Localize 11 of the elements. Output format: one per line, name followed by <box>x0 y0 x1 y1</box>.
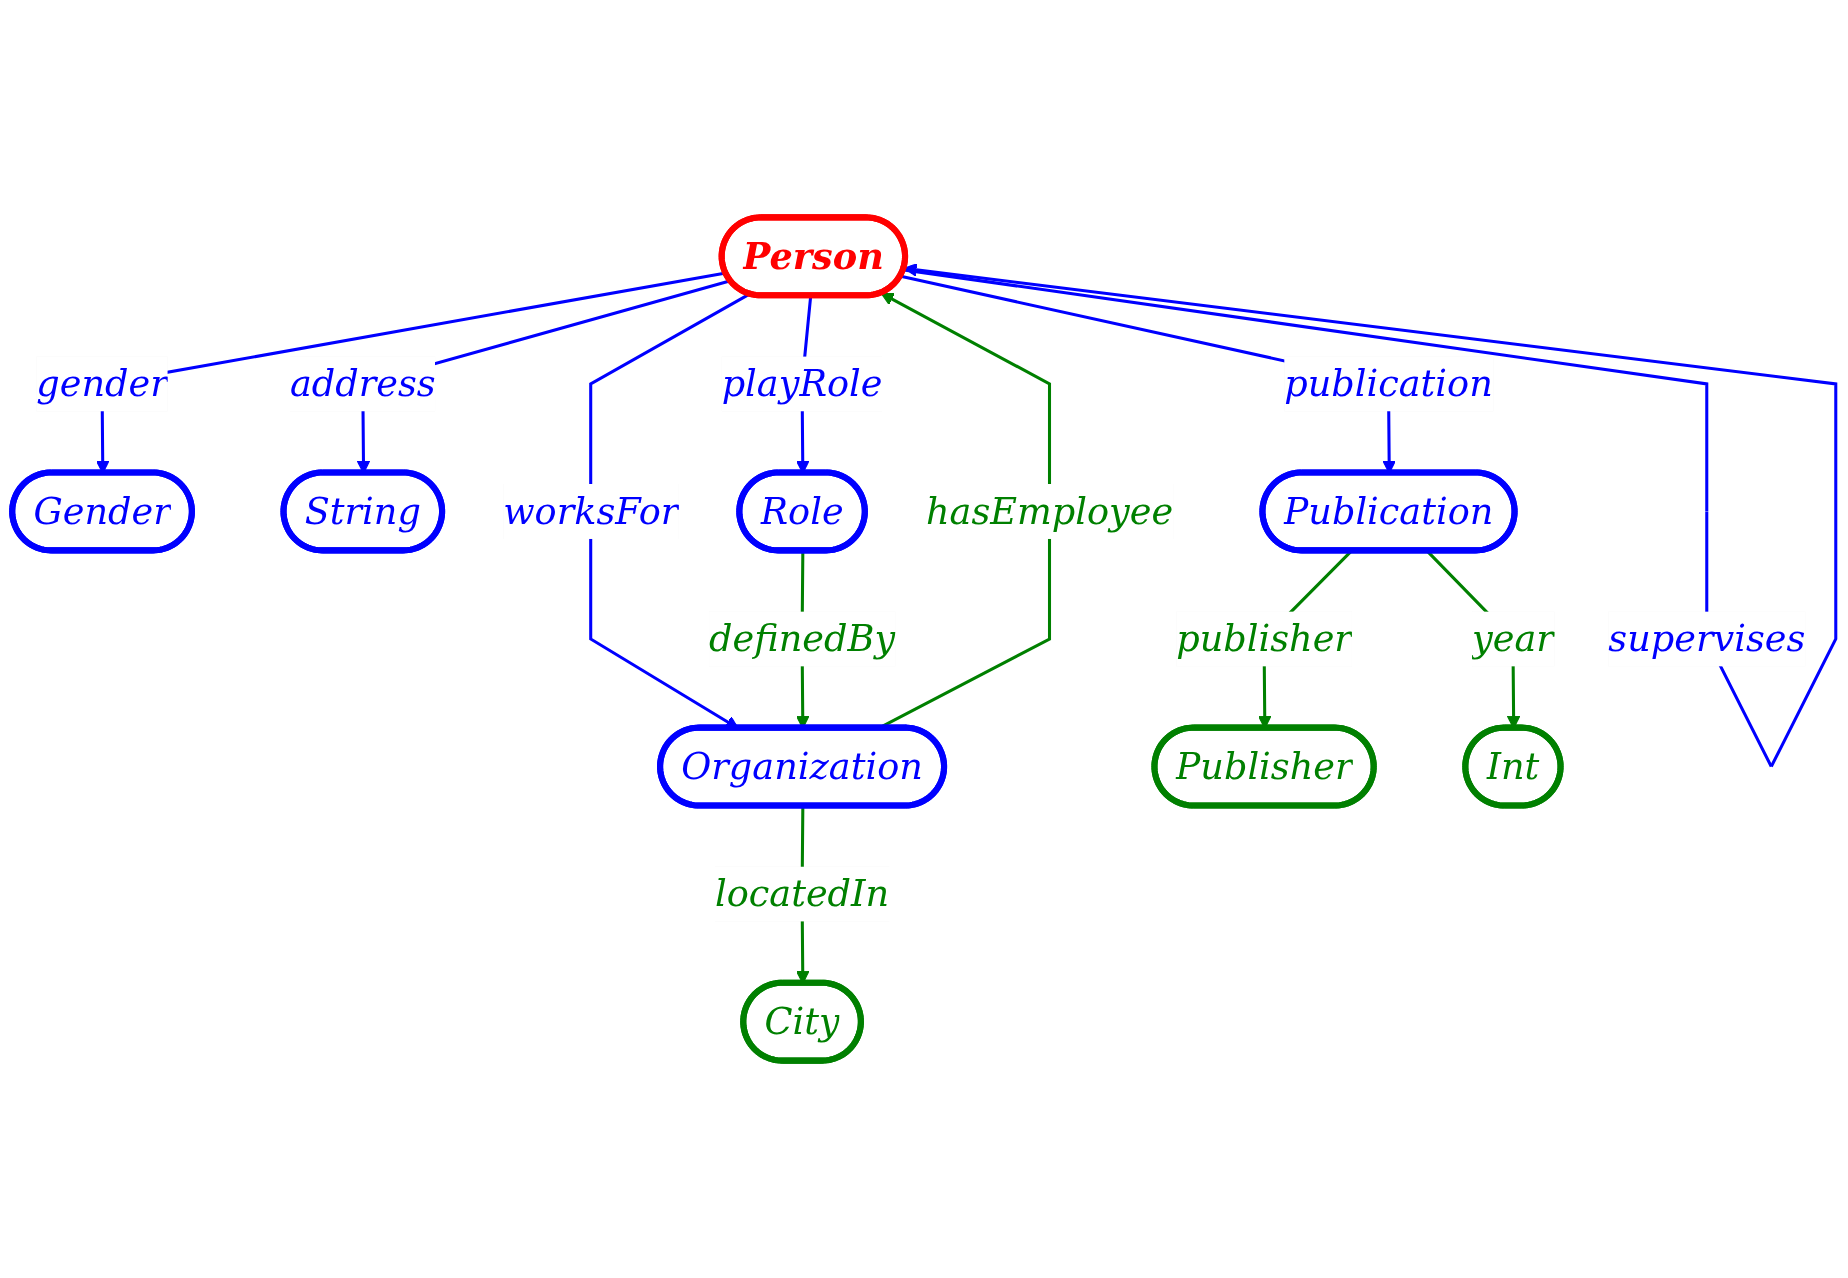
edge-label: definedBy <box>709 617 896 661</box>
edge-label: address <box>289 362 436 406</box>
edge-label: publication <box>1284 362 1493 406</box>
edge-label: year <box>1472 617 1554 661</box>
edge-label: supervises <box>1608 617 1806 661</box>
edge-label: locatedIn <box>714 872 890 916</box>
edge-label: publisher <box>1176 617 1352 661</box>
edge-label: worksFor <box>503 490 679 533</box>
edge-label: playRole <box>721 362 883 406</box>
edge-label: gender <box>36 362 168 406</box>
edge-label: hasEmployee <box>925 490 1174 533</box>
